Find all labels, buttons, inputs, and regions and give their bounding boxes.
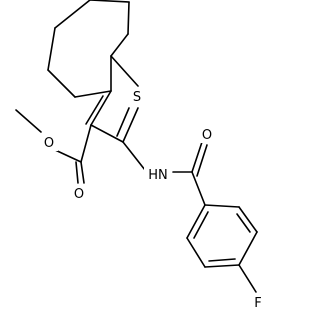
ester-oxygen-label: O: [44, 136, 54, 151]
fluorine-label: F: [254, 296, 261, 311]
cycloheptane-ring: [47, 0, 130, 98]
amide-carbonyl-oxygen-label: O: [202, 128, 212, 143]
molecule-structure: S O O HN O F: [15, 0, 266, 311]
methyl-ester-group: [15, 109, 92, 184]
fluorophenyl-ring: [186, 204, 258, 293]
nitrogen-label: HN: [148, 168, 168, 183]
amide-group: [122, 141, 208, 206]
thiophene-ring: [85, 55, 139, 143]
ester-carbonyl-oxygen-label: O: [74, 187, 84, 202]
atom-labels: S O O HN O F: [40, 87, 266, 311]
sulfur-label: S: [133, 90, 141, 105]
